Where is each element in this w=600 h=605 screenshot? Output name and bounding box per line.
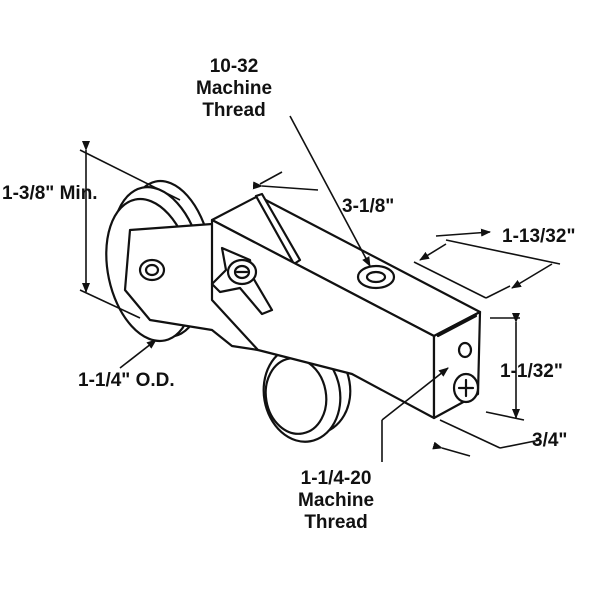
top-thread-label: 10-32 Machine Thread [196, 56, 273, 121]
adjustment-screw [210, 246, 274, 316]
bottom-thread-label: 1-1/4-20 Machine Thread [298, 468, 375, 533]
length-label: 3-1/8" [342, 196, 395, 217]
end-screw [452, 341, 480, 404]
wheel-od-label: 1-1/4" O.D. [78, 370, 175, 391]
body-width-label: 3/4" [532, 430, 568, 451]
top-threaded-hole [356, 264, 396, 290]
width-label: 1-13/32" [502, 226, 576, 247]
height-min-label: 1-3/8" Min. [2, 183, 98, 204]
roller-housing [210, 192, 482, 420]
dimension-lines [79, 115, 561, 462]
body-height-label: 1-1/32" [500, 361, 563, 382]
